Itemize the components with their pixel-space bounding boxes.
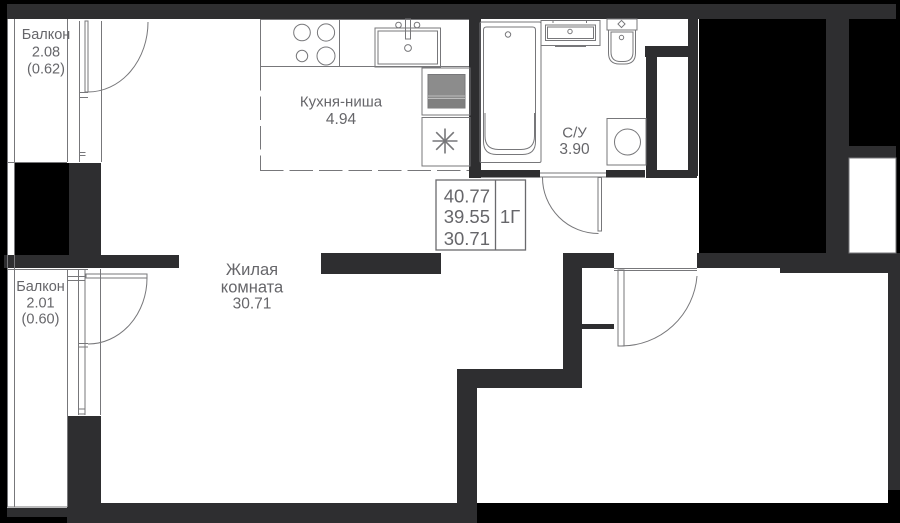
svg-text:30.71: 30.71	[233, 296, 272, 313]
svg-text:2.01: 2.01	[26, 296, 54, 312]
svg-text:2.08: 2.08	[32, 45, 60, 61]
svg-text:(0.60): (0.60)	[22, 312, 60, 328]
svg-text:Балкон: Балкон	[22, 27, 71, 43]
svg-text:39.55: 39.55	[444, 206, 490, 227]
svg-text:С/У: С/У	[562, 125, 587, 142]
svg-text:Кухня-ниша: Кухня-ниша	[300, 94, 383, 111]
svg-text:(0.62): (0.62)	[27, 62, 65, 78]
svg-text:30.71: 30.71	[444, 228, 490, 249]
svg-text:комната: комната	[221, 279, 284, 297]
svg-text:4.94: 4.94	[326, 111, 357, 128]
svg-text:Жилая: Жилая	[226, 261, 278, 279]
svg-text:Балкон: Балкон	[16, 279, 65, 295]
svg-text:1Г: 1Г	[500, 206, 520, 227]
svg-text:3.90: 3.90	[559, 141, 590, 158]
svg-text:40.77: 40.77	[444, 186, 490, 207]
